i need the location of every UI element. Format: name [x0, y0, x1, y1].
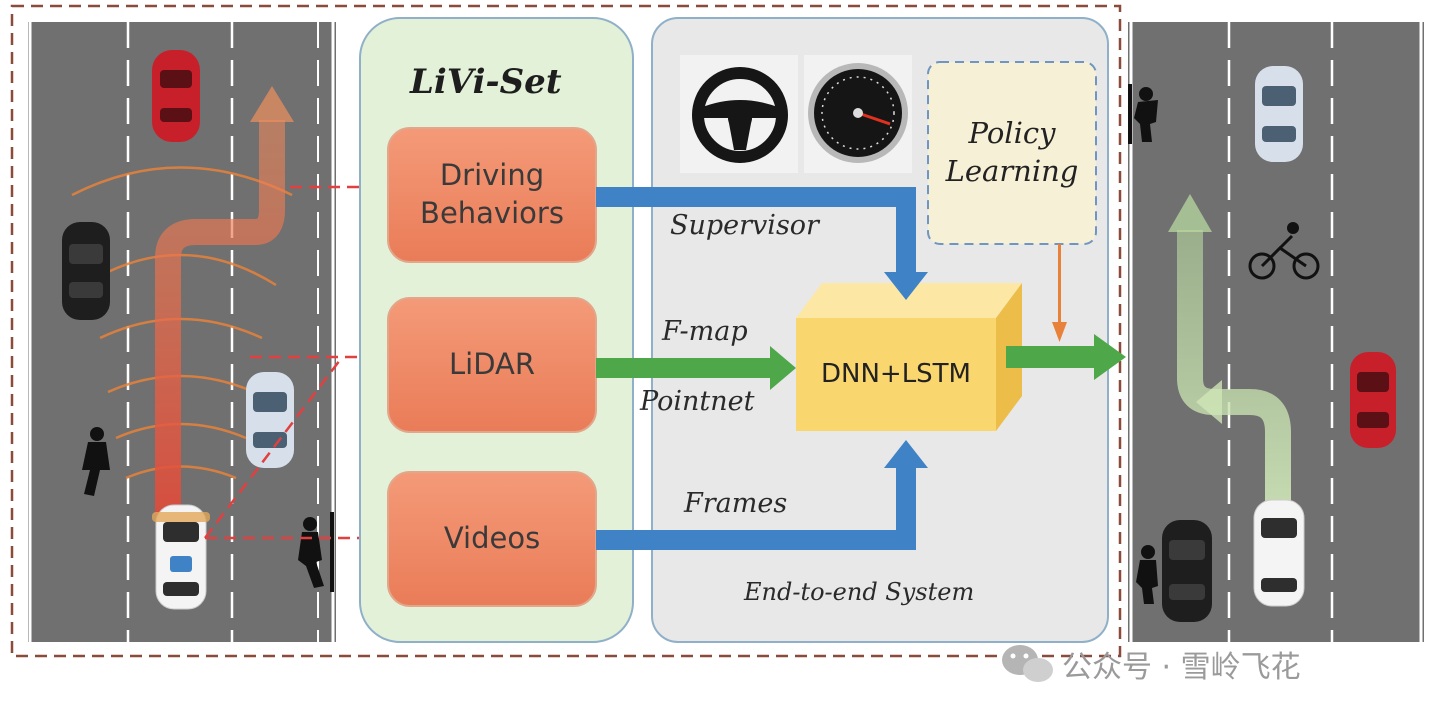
- planned-path-arrow: [155, 86, 294, 515]
- frames-label: Frames: [684, 488, 788, 519]
- dnn-lstm-model-box: [796, 283, 1022, 431]
- watermark: 公众号 · 雪岭飞花: [1000, 638, 1410, 690]
- dnn-lstm-label: DNN+LSTM: [820, 358, 971, 389]
- pedestrian-right: [1128, 84, 1158, 144]
- steering-wheel-icon: [680, 55, 798, 173]
- supervisor-label: Supervisor: [670, 210, 819, 241]
- cyclist-icon: [1248, 222, 1320, 280]
- black-car-right: [1162, 520, 1212, 622]
- dataset-title: LiVi-Set: [410, 62, 562, 102]
- speedometer-icon: [804, 55, 912, 173]
- ego-car-right: [1253, 499, 1305, 607]
- silver-car-right: [1255, 66, 1303, 162]
- left-road-scene: [28, 22, 388, 642]
- fmap-label: F-map: [662, 316, 748, 347]
- policy-learning-box: [927, 61, 1097, 245]
- pedestrian-roadside: [298, 512, 334, 592]
- ego-car: [152, 504, 210, 610]
- outer-dashed-frame: [10, 4, 1122, 658]
- pedestrian: [82, 427, 110, 496]
- driving-behaviors-label: Driving Behaviors: [420, 158, 564, 230]
- red-car: [152, 50, 200, 142]
- lidar-label: LiDAR: [448, 347, 536, 382]
- frames-arrow: [596, 440, 928, 550]
- output-arrow: [1006, 334, 1126, 380]
- watermark-text: 公众号 · 雪岭飞花: [1062, 650, 1301, 685]
- black-car: [62, 222, 110, 320]
- wechat-icon: [1002, 645, 1053, 682]
- pointnet-label: Pointnet: [640, 386, 755, 417]
- red-car-right: [1350, 352, 1396, 448]
- policy-learning-label: Policy Learning: [945, 116, 1079, 188]
- fmap-arrow: [596, 346, 796, 390]
- system-title: End-to-end System: [744, 578, 975, 606]
- right-road-scene: [1128, 22, 1424, 642]
- predicted-path-arrow: [1168, 194, 1291, 505]
- supervisor-arrow: [596, 187, 928, 300]
- silver-car: [246, 372, 294, 468]
- videos-label: Videos: [443, 521, 541, 556]
- policy-arrow: [1052, 244, 1067, 342]
- pedestrian-right-bottom: [1136, 545, 1158, 604]
